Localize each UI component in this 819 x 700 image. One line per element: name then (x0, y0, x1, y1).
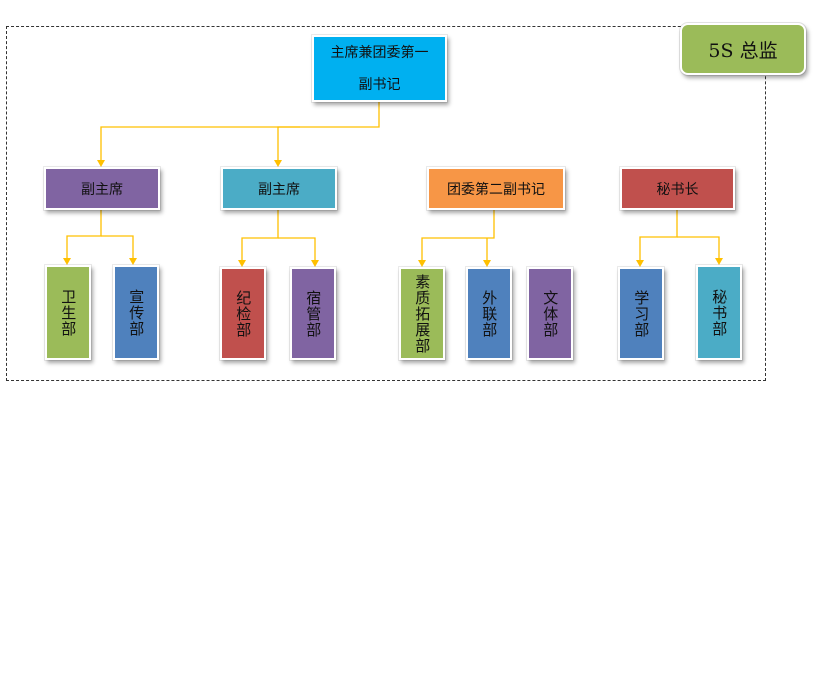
node-vice-chair-2: 副主席 (221, 167, 337, 210)
node-secretarial-dept: 秘书部 (696, 265, 742, 360)
node-outreach-dept: 外联部 (466, 267, 512, 360)
node-vice-chair-1: 副主席 (44, 167, 160, 210)
diagram-frame (6, 26, 766, 381)
node-second-deputy-secretary: 团委第二副书记 (427, 167, 565, 210)
node-secretary-general: 秘书长 (620, 167, 735, 210)
node-quality-expansion-dept: 素质拓展部 (399, 267, 445, 360)
node-sports-culture-dept: 文体部 (527, 267, 573, 360)
node-chairman: 主席兼团委第一 副书记 (312, 35, 447, 102)
node-study-dept: 学习部 (618, 267, 664, 360)
node-discipline-dept: 纪检部 (220, 267, 266, 360)
node-publicity-dept: 宣传部 (113, 265, 159, 360)
badge-5s-director: 5S 总监 (680, 23, 806, 75)
node-hygiene-dept: 卫生部 (45, 265, 91, 360)
node-dorm-dept: 宿管部 (290, 267, 336, 360)
